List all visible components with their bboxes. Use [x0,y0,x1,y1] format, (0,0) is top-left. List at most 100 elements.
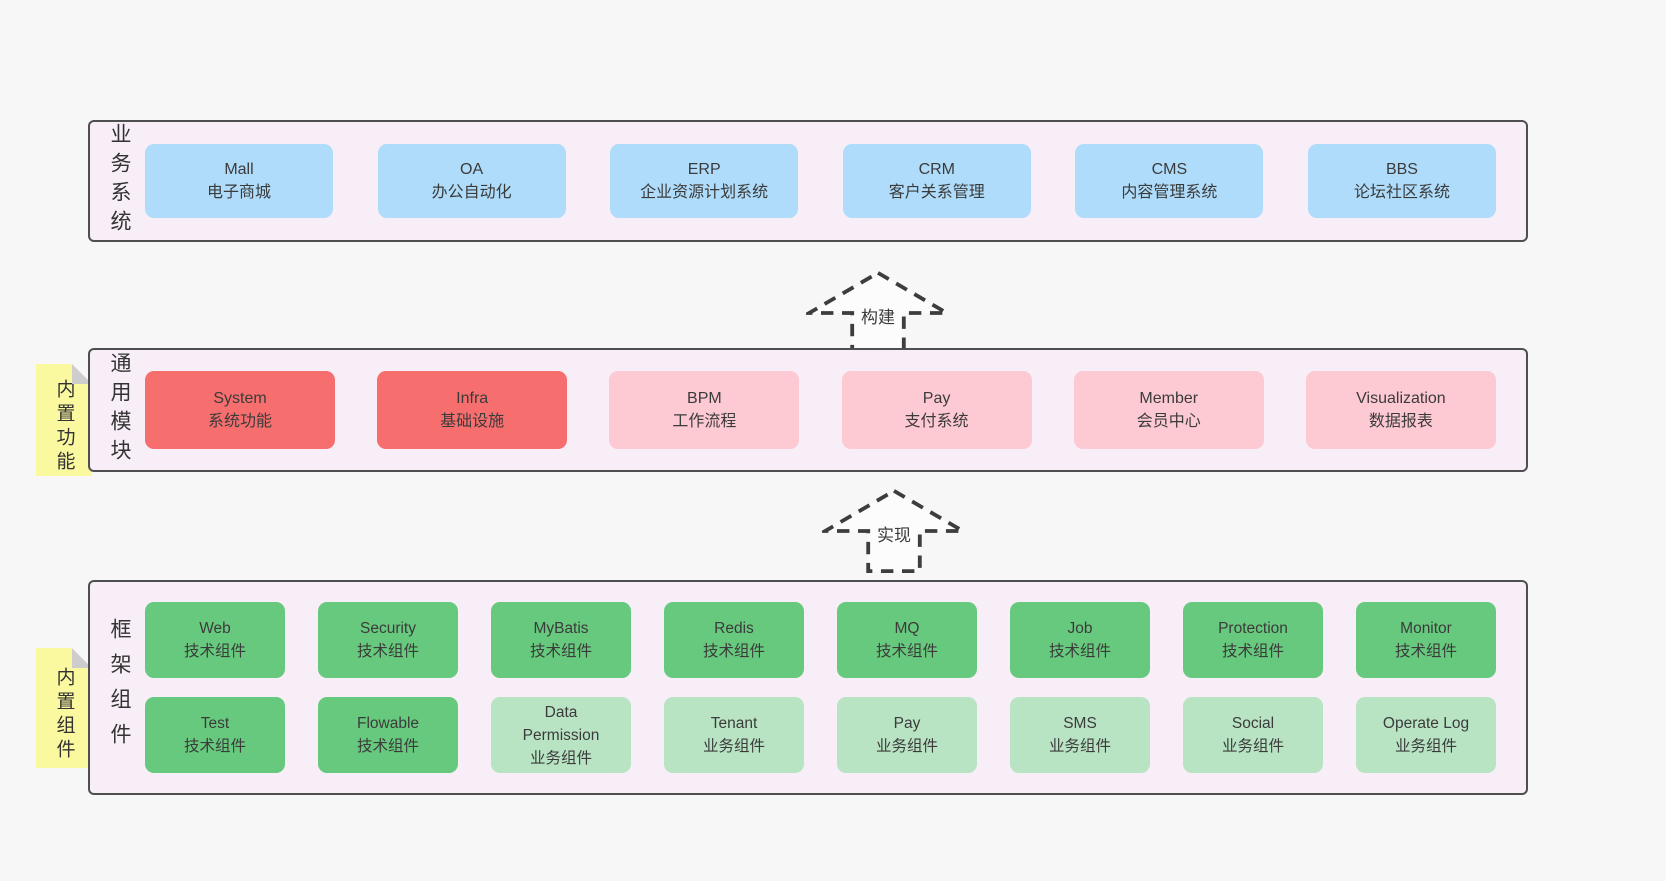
sticky-note-label: 内置功能 [53,379,75,475]
module-description: 系统功能 [207,413,272,430]
module-description: 技术组件 [529,642,592,660]
module-description: 电子商城 [206,184,271,201]
module-name: Pay [922,390,951,407]
arrow-label: 构建 [859,303,897,328]
module-box: SMS 业务组件 [1010,697,1150,774]
layer-label: 通用模块 [108,352,131,468]
arrow-up-build: 构建 [806,270,950,356]
module-description: 技术组件 [702,642,765,660]
module-name: Tenant [710,715,758,733]
module-description: 内容管理系统 [1121,184,1218,201]
arrow-label: 实现 [875,521,913,546]
module-name: Data Permission [522,703,600,744]
module-name: Operate Log [1382,715,1470,733]
module-box: Test 技术组件 [145,697,285,774]
module-description: 技术组件 [183,738,246,756]
module-name: Test [200,715,230,733]
module-description: 技术组件 [1048,642,1111,660]
module-box: BPM 工作流程 [609,371,800,449]
module-description: 办公自动化 [431,184,512,201]
module-description: 业务组件 [702,738,765,756]
module-description: 技术组件 [356,642,419,660]
module-box: ERP 企业资源计划系统 [610,144,799,218]
module-box: Monitor 技术组件 [1356,601,1496,678]
module-box: MyBatis 技术组件 [491,601,631,678]
module-name: Infra [456,390,489,407]
module-box: Job 技术组件 [1010,601,1150,678]
module-box: BBS 论坛社区系统 [1307,144,1496,218]
module-box: MQ 技术组件 [837,601,977,678]
module-name: Member [1139,390,1199,407]
module-box: OA 办公自动化 [377,144,566,218]
layer-rows: System 系统功能 Infra 基础设施 BPM 工作流程 Pay 支付系统 Member 会… [145,350,1496,470]
module-row: System 系统功能 Infra 基础设施 BPM 工作流程 Pay 支付系统 Member 会… [145,371,1496,449]
module-description: 业务组件 [875,738,938,756]
module-name: MyBatis [533,619,589,637]
module-name: Mall [224,161,254,178]
module-description: 企业资源计划系统 [640,184,769,201]
module-box: System 系统功能 [145,371,335,449]
module-name: Flowable [356,715,420,733]
module-name: Visualization [1356,390,1446,407]
module-description: 业务组件 [529,749,592,767]
module-name: Security [360,619,416,637]
module-name: BBS [1385,161,1418,178]
module-name: ERP [687,161,721,178]
module-description: 支付系统 [904,413,969,430]
sticky-note-label: 内置组件 [53,667,75,763]
module-description: 基础设施 [440,413,505,430]
layer-label: 业务系统 [108,123,131,239]
module-description: 技术组件 [1221,642,1284,660]
layer-panel-common-modules: 通用模块 System 系统功能 Infra 基础设施 BPM 工作流程 Pay 支付系统 Me… [88,348,1528,472]
module-box: Pay 支付系统 [841,371,1032,449]
module-box: Mall 电子商城 [145,144,333,218]
module-box: Security 技术组件 [318,601,458,678]
module-name: BPM [687,390,722,407]
layer-panel-business-systems: 业务系统 Mall 电子商城 OA 办公自动化 ERP 企业资源计划系统 CRM 客户关系管理… [88,120,1528,242]
module-box: Member 会员中心 [1073,371,1264,449]
module-name: SMS [1063,715,1097,733]
module-description: 业务组件 [1394,738,1457,756]
sticky-note-built-in-components: 内置组件 [36,648,92,768]
module-name: Web [199,619,231,637]
module-box: Web 技术组件 [145,601,285,678]
module-name: Job [1067,619,1093,637]
module-description: 技术组件 [356,738,419,756]
module-box: Tenant 业务组件 [664,697,804,774]
module-name: Redis [714,619,754,637]
module-name: MQ [894,619,920,637]
module-description: 技术组件 [875,642,938,660]
module-description: 客户关系管理 [888,184,985,201]
module-box: Data Permission 业务组件 [491,697,631,774]
module-description: 技术组件 [1394,642,1457,660]
module-name: OA [460,161,484,178]
module-name: Pay [893,715,921,733]
module-description: 工作流程 [672,413,737,430]
module-name: CRM [918,161,955,178]
module-box: Infra 基础设施 [377,371,568,449]
layer-label: 框架组件 [108,617,131,758]
module-box: Flowable 技术组件 [318,697,458,774]
module-description: 技术组件 [183,642,246,660]
module-name: System [213,390,267,407]
module-description: 论坛社区系统 [1353,184,1450,201]
module-name: Monitor [1400,619,1452,637]
module-description: 会员中心 [1136,413,1201,430]
module-box: Redis 技术组件 [664,601,804,678]
module-description: 业务组件 [1048,738,1111,756]
module-box: CRM 客户关系管理 [842,144,1031,218]
module-name: Social [1231,715,1275,733]
module-box: Pay 业务组件 [837,697,977,774]
arrow-up-implement: 实现 [822,488,966,574]
